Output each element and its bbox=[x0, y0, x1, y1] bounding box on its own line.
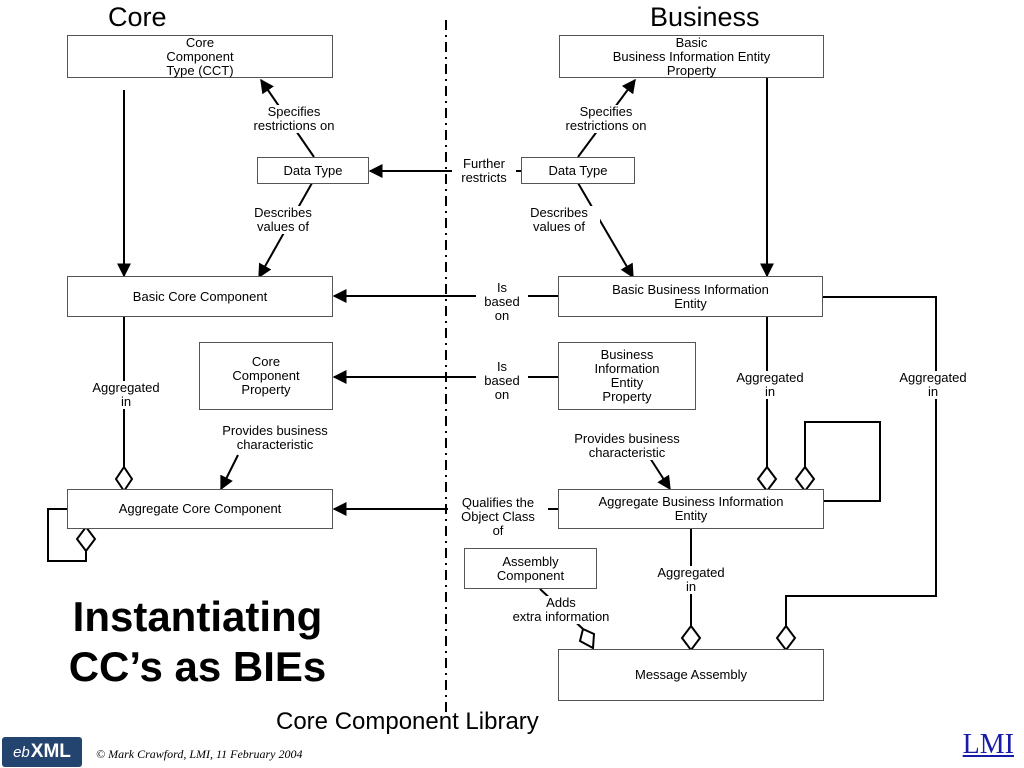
describes-business-arrow bbox=[577, 182, 634, 279]
specifies-business-label: Specifies restrictions on bbox=[550, 105, 662, 133]
basic-core-component-box: Basic Core Component bbox=[67, 276, 333, 317]
aggregated-abie-label: Aggregated in bbox=[645, 566, 737, 594]
aggregated-core-label: Aggregated in bbox=[80, 381, 172, 409]
describes-business-label: Describes values of bbox=[518, 206, 600, 234]
core-heading: Core bbox=[108, 2, 167, 32]
assembly-component-box: Assembly Component bbox=[464, 548, 597, 589]
provides-business-label: Provides business characteristic bbox=[551, 432, 703, 460]
bbie-to-message-line bbox=[785, 296, 937, 626]
acc-self-loop bbox=[47, 508, 87, 562]
data-type-business-box: Data Type bbox=[521, 157, 635, 184]
qualifies-label: Qualifies the Object Class of bbox=[448, 496, 548, 538]
abie-self-loop bbox=[804, 421, 881, 502]
abie-self-diamond bbox=[794, 465, 816, 493]
provides-business-arrow bbox=[649, 457, 671, 491]
bcc-aggregation-diamond bbox=[114, 465, 134, 493]
bie-property-box: Business Information Entity Property bbox=[558, 342, 696, 410]
library-caption: Core Component Library bbox=[276, 708, 539, 735]
cc-property-box: Core Component Property bbox=[199, 342, 333, 410]
describes-core-label: Describes values of bbox=[240, 206, 326, 234]
aggregated-right-label: Aggregated in bbox=[887, 371, 979, 399]
provides-core-label: Provides business characteristic bbox=[198, 424, 352, 452]
data-type-core-box: Data Type bbox=[257, 157, 369, 184]
aggregate-core-component-box: Aggregate Core Component bbox=[67, 489, 333, 529]
adds-extra-label: Adds extra information bbox=[496, 596, 626, 624]
bbie-message-diamond bbox=[775, 624, 797, 652]
adds-extra-diamond bbox=[578, 627, 596, 650]
slide-title: Instantiating CC’s as BIEs bbox=[68, 593, 327, 690]
bbie-box: Basic Business Information Entity bbox=[558, 276, 823, 317]
business-heading: Business bbox=[650, 2, 760, 32]
further-restricts-label: Further restricts bbox=[452, 157, 516, 185]
message-assembly-box: Message Assembly bbox=[558, 649, 824, 701]
aggregated-bbie-label: Aggregated in bbox=[724, 371, 816, 399]
abie-box: Aggregate Business Information Entity bbox=[558, 489, 824, 529]
is-based-on-label-2: Is based on bbox=[476, 360, 528, 402]
bbie-aggregation-diamond bbox=[756, 465, 778, 493]
lmi-link[interactable]: LMI bbox=[962, 729, 1014, 760]
ebxml-logo-prefix: eb bbox=[13, 743, 30, 761]
ebxml-logo-main: XML bbox=[30, 741, 71, 762]
is-based-on-label-1: Is based on bbox=[476, 281, 528, 323]
provides-core-arrow bbox=[220, 454, 239, 491]
copyright-text: © Mark Crawford, LMI, 11 February 2004 bbox=[96, 747, 303, 761]
acc-self-diamond bbox=[75, 525, 97, 553]
specifies-core-label: Specifies restrictions on bbox=[238, 105, 350, 133]
bbie-property-top-box: Basic Business Information Entity Proper… bbox=[559, 35, 824, 78]
cct-box: Core Component Type (CCT) bbox=[67, 35, 333, 78]
abie-message-diamond bbox=[680, 624, 702, 652]
